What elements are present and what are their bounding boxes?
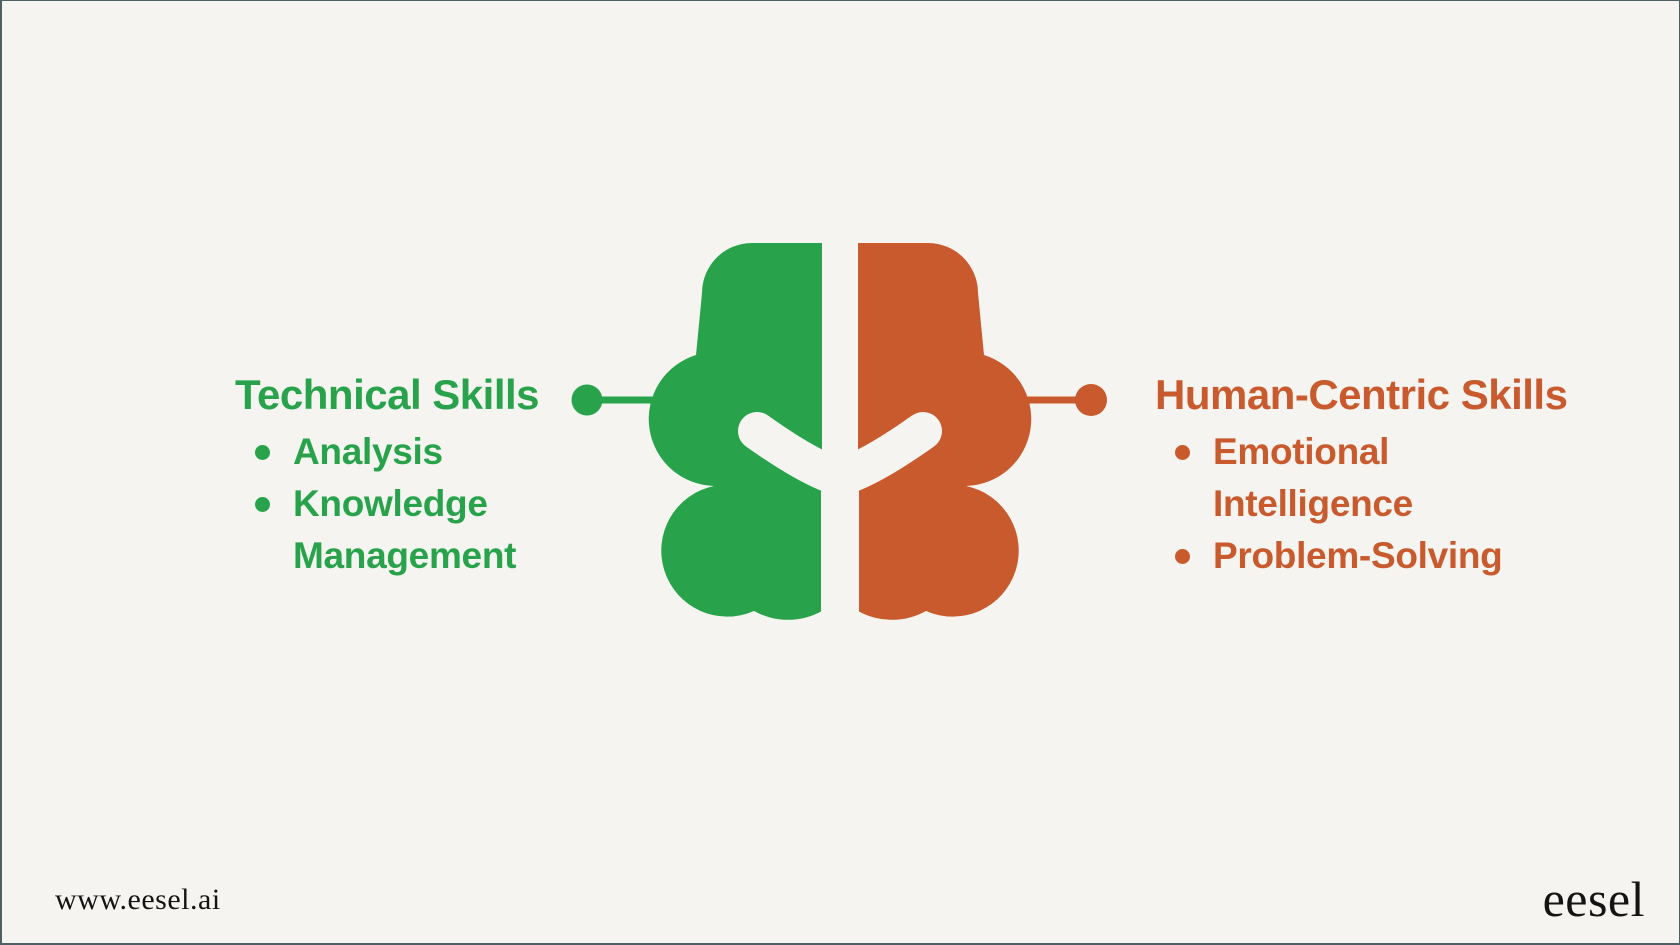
list-item: Knowledge Management [235, 478, 525, 582]
left-panel: Technical Skills Analysis Knowledge Mana… [235, 370, 540, 582]
bullet-dot [255, 445, 270, 460]
left-panel-title: Technical Skills [235, 371, 540, 418]
list-item: Emotional Intelligence [1155, 426, 1555, 530]
list-item-label: Problem-Solving [1213, 535, 1503, 576]
brain-right-hemisphere [858, 243, 1032, 620]
list-item-label: Analysis [293, 431, 443, 472]
list-item-label: Emotional Intelligence [1213, 431, 1413, 524]
right-panel-list: Emotional Intelligence Problem-Solving [1155, 426, 1567, 582]
right-connector-dot [1075, 384, 1107, 416]
bullet-dot [255, 497, 270, 512]
bullet-dot [1175, 549, 1190, 564]
brain-left-hemisphere [648, 243, 822, 620]
left-connector-dot [571, 384, 603, 416]
right-panel-title: Human-Centric Skills [1155, 371, 1568, 418]
list-item: Problem-Solving [1155, 530, 1555, 582]
brain-stem-notch [738, 412, 942, 669]
brand-wordmark: eesel [1542, 871, 1645, 927]
list-item-label: Knowledge Management [293, 483, 517, 576]
left-panel-list: Analysis Knowledge Management [235, 426, 539, 582]
bullet-dot [1175, 445, 1190, 460]
list-item: Analysis [235, 426, 525, 478]
right-panel: Human-Centric Skills Emotional Intellige… [1155, 370, 1568, 582]
website-url: www.eesel.ai [55, 883, 221, 916]
